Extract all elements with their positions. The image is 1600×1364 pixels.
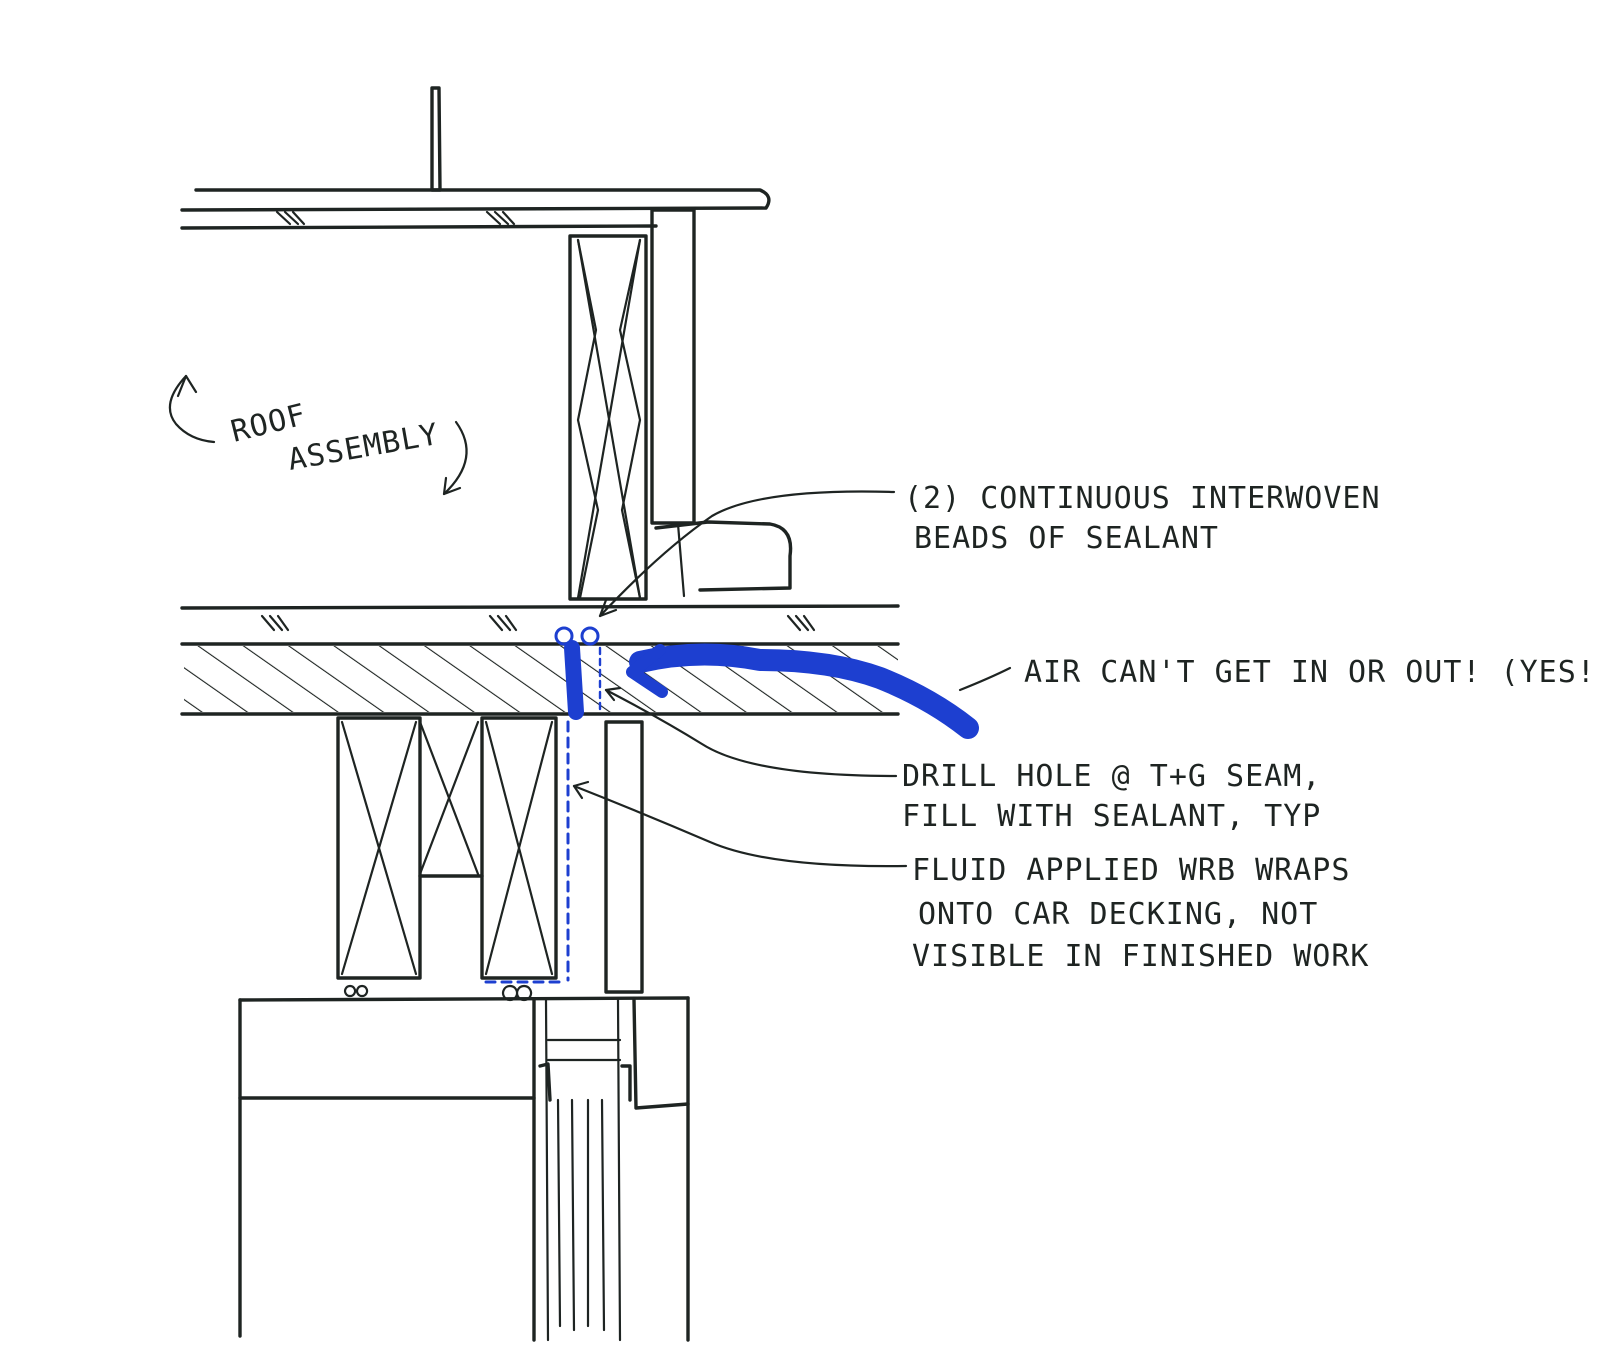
roof-label-line2: ASSEMBLY [285, 417, 441, 478]
wrb-note-line2: ONTO CAR DECKING, NOT [918, 897, 1318, 932]
sealant-markings [484, 626, 979, 984]
upper-deck-ticks [275, 210, 516, 226]
deck-ticks [260, 614, 816, 632]
drill-note-line2: FILL WITH SEALANT, TYP [902, 799, 1321, 834]
sealant-note-line1: (2) CONTINUOUS INTERWOVEN [904, 481, 1381, 516]
wrb-note-line3: VISIBLE IN FINISHED WORK [912, 939, 1369, 974]
wrb-note-line1: FLUID APPLIED WRB WRAPS [912, 853, 1350, 888]
lower-wall-framing [336, 716, 644, 1002]
air-note: AIR CAN'T GET IN OR OUT! (YES!) [1024, 655, 1600, 690]
drill-note-line1: DRILL HOLE @ T+G SEAM, [902, 759, 1321, 794]
sealant-note-line2: BEADS OF SEALANT [914, 521, 1219, 556]
upper-roof-assembly [180, 86, 771, 230]
annotations: ROOF ASSEMBLY (2) CONTINUOUS INTERWOVEN … [227, 397, 1600, 974]
upper-wall-framing [568, 208, 793, 601]
header-and-lower-wall [238, 996, 690, 1342]
leader-lines [168, 374, 1012, 868]
